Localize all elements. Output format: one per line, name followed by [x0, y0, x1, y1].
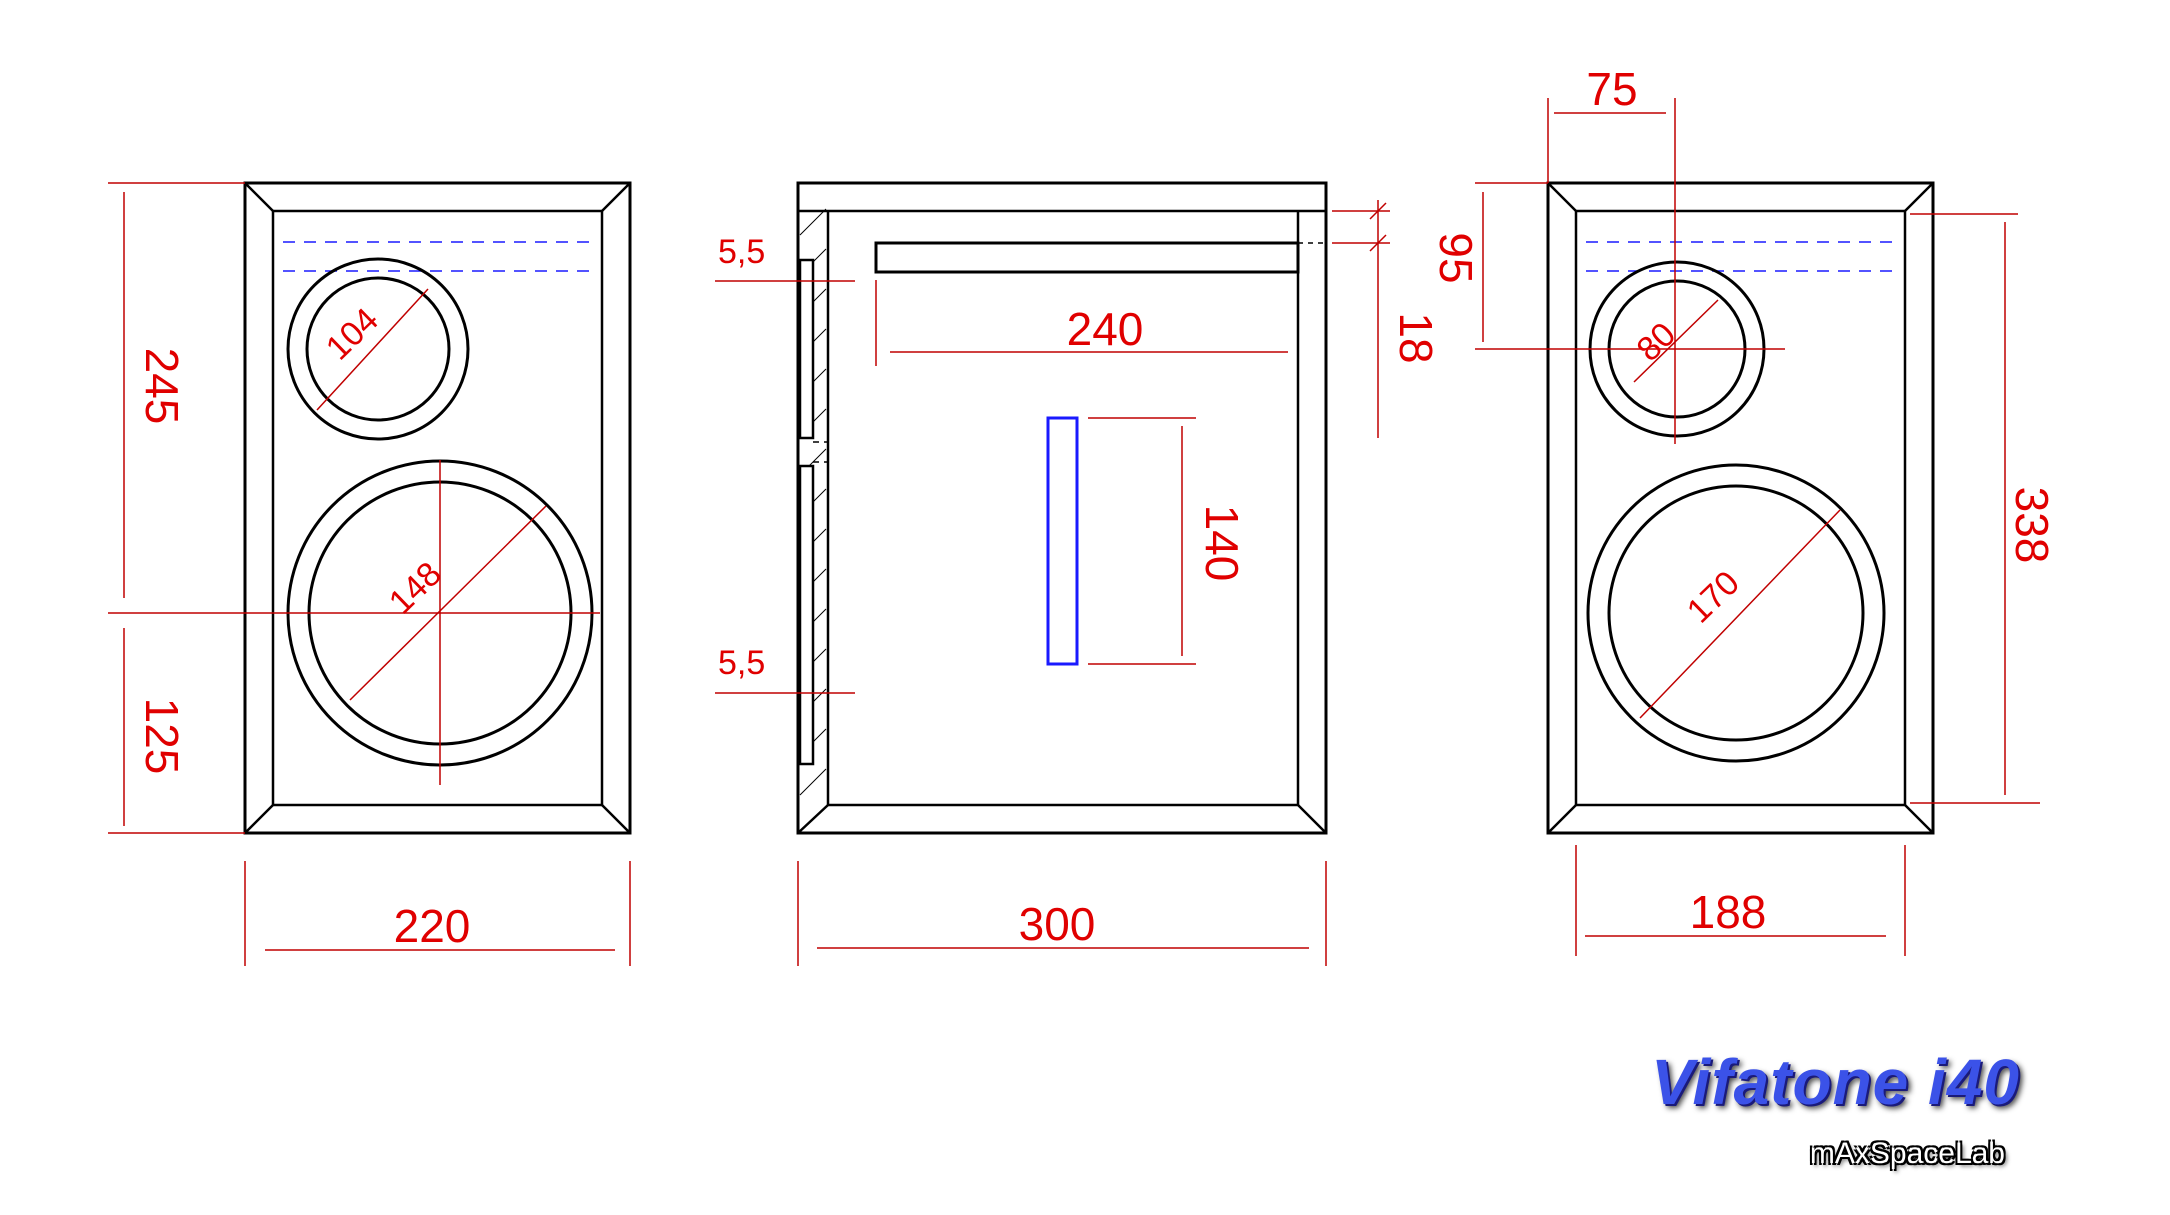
brand-author: mAxSpaceLab	[1809, 1137, 2005, 1170]
side-depth-label: 300	[1019, 898, 1096, 950]
shelf-thickness-label: 18	[1390, 312, 1442, 363]
bass-port	[1046, 416, 1079, 666]
woofer-flange	[1586, 463, 1886, 763]
recess-offset-bottom-label: 5,5	[718, 644, 765, 682]
front-upper-height-label: 245	[136, 348, 188, 425]
cabinet-bevel-inner	[1574, 209, 1907, 807]
front-view-right: 80 170 75 95 338 188	[1430, 63, 2058, 956]
port-height-label: 140	[1196, 505, 1248, 582]
front-width-label: 220	[394, 900, 471, 952]
cabinet-outline	[243, 181, 632, 835]
woofer-recess	[798, 464, 815, 766]
brand-title: Vifatone i40	[1651, 1046, 2020, 1118]
internal-shelf	[874, 241, 1300, 274]
cabinet-bevel-inner	[271, 209, 604, 807]
side-outline	[796, 181, 1328, 835]
tweeter-cutout	[305, 276, 451, 422]
front-lower-height-label: 125	[136, 698, 188, 775]
tweeter-recess	[798, 258, 815, 440]
height-label: 338	[2006, 487, 2058, 564]
front-view-left: 104 148 245 125 220	[108, 181, 632, 966]
tweeter-offset-x-label: 75	[1586, 63, 1637, 115]
woofer-diameter-label: 170	[1680, 564, 1747, 631]
inner-length-label: 240	[1067, 303, 1144, 355]
cabinet-outline	[1546, 181, 1935, 835]
tweeter-diameter-label: 104	[319, 301, 386, 368]
inner-width-label: 188	[1690, 886, 1767, 938]
tweeter-flange	[286, 257, 470, 441]
tweeter-offset-y-label: 95	[1430, 232, 1482, 283]
recess-offset-top-label: 5,5	[718, 233, 765, 271]
side-section-view: 5,5 5,5 240 18 140 300	[715, 181, 1442, 966]
woofer-cutout	[1607, 484, 1865, 742]
